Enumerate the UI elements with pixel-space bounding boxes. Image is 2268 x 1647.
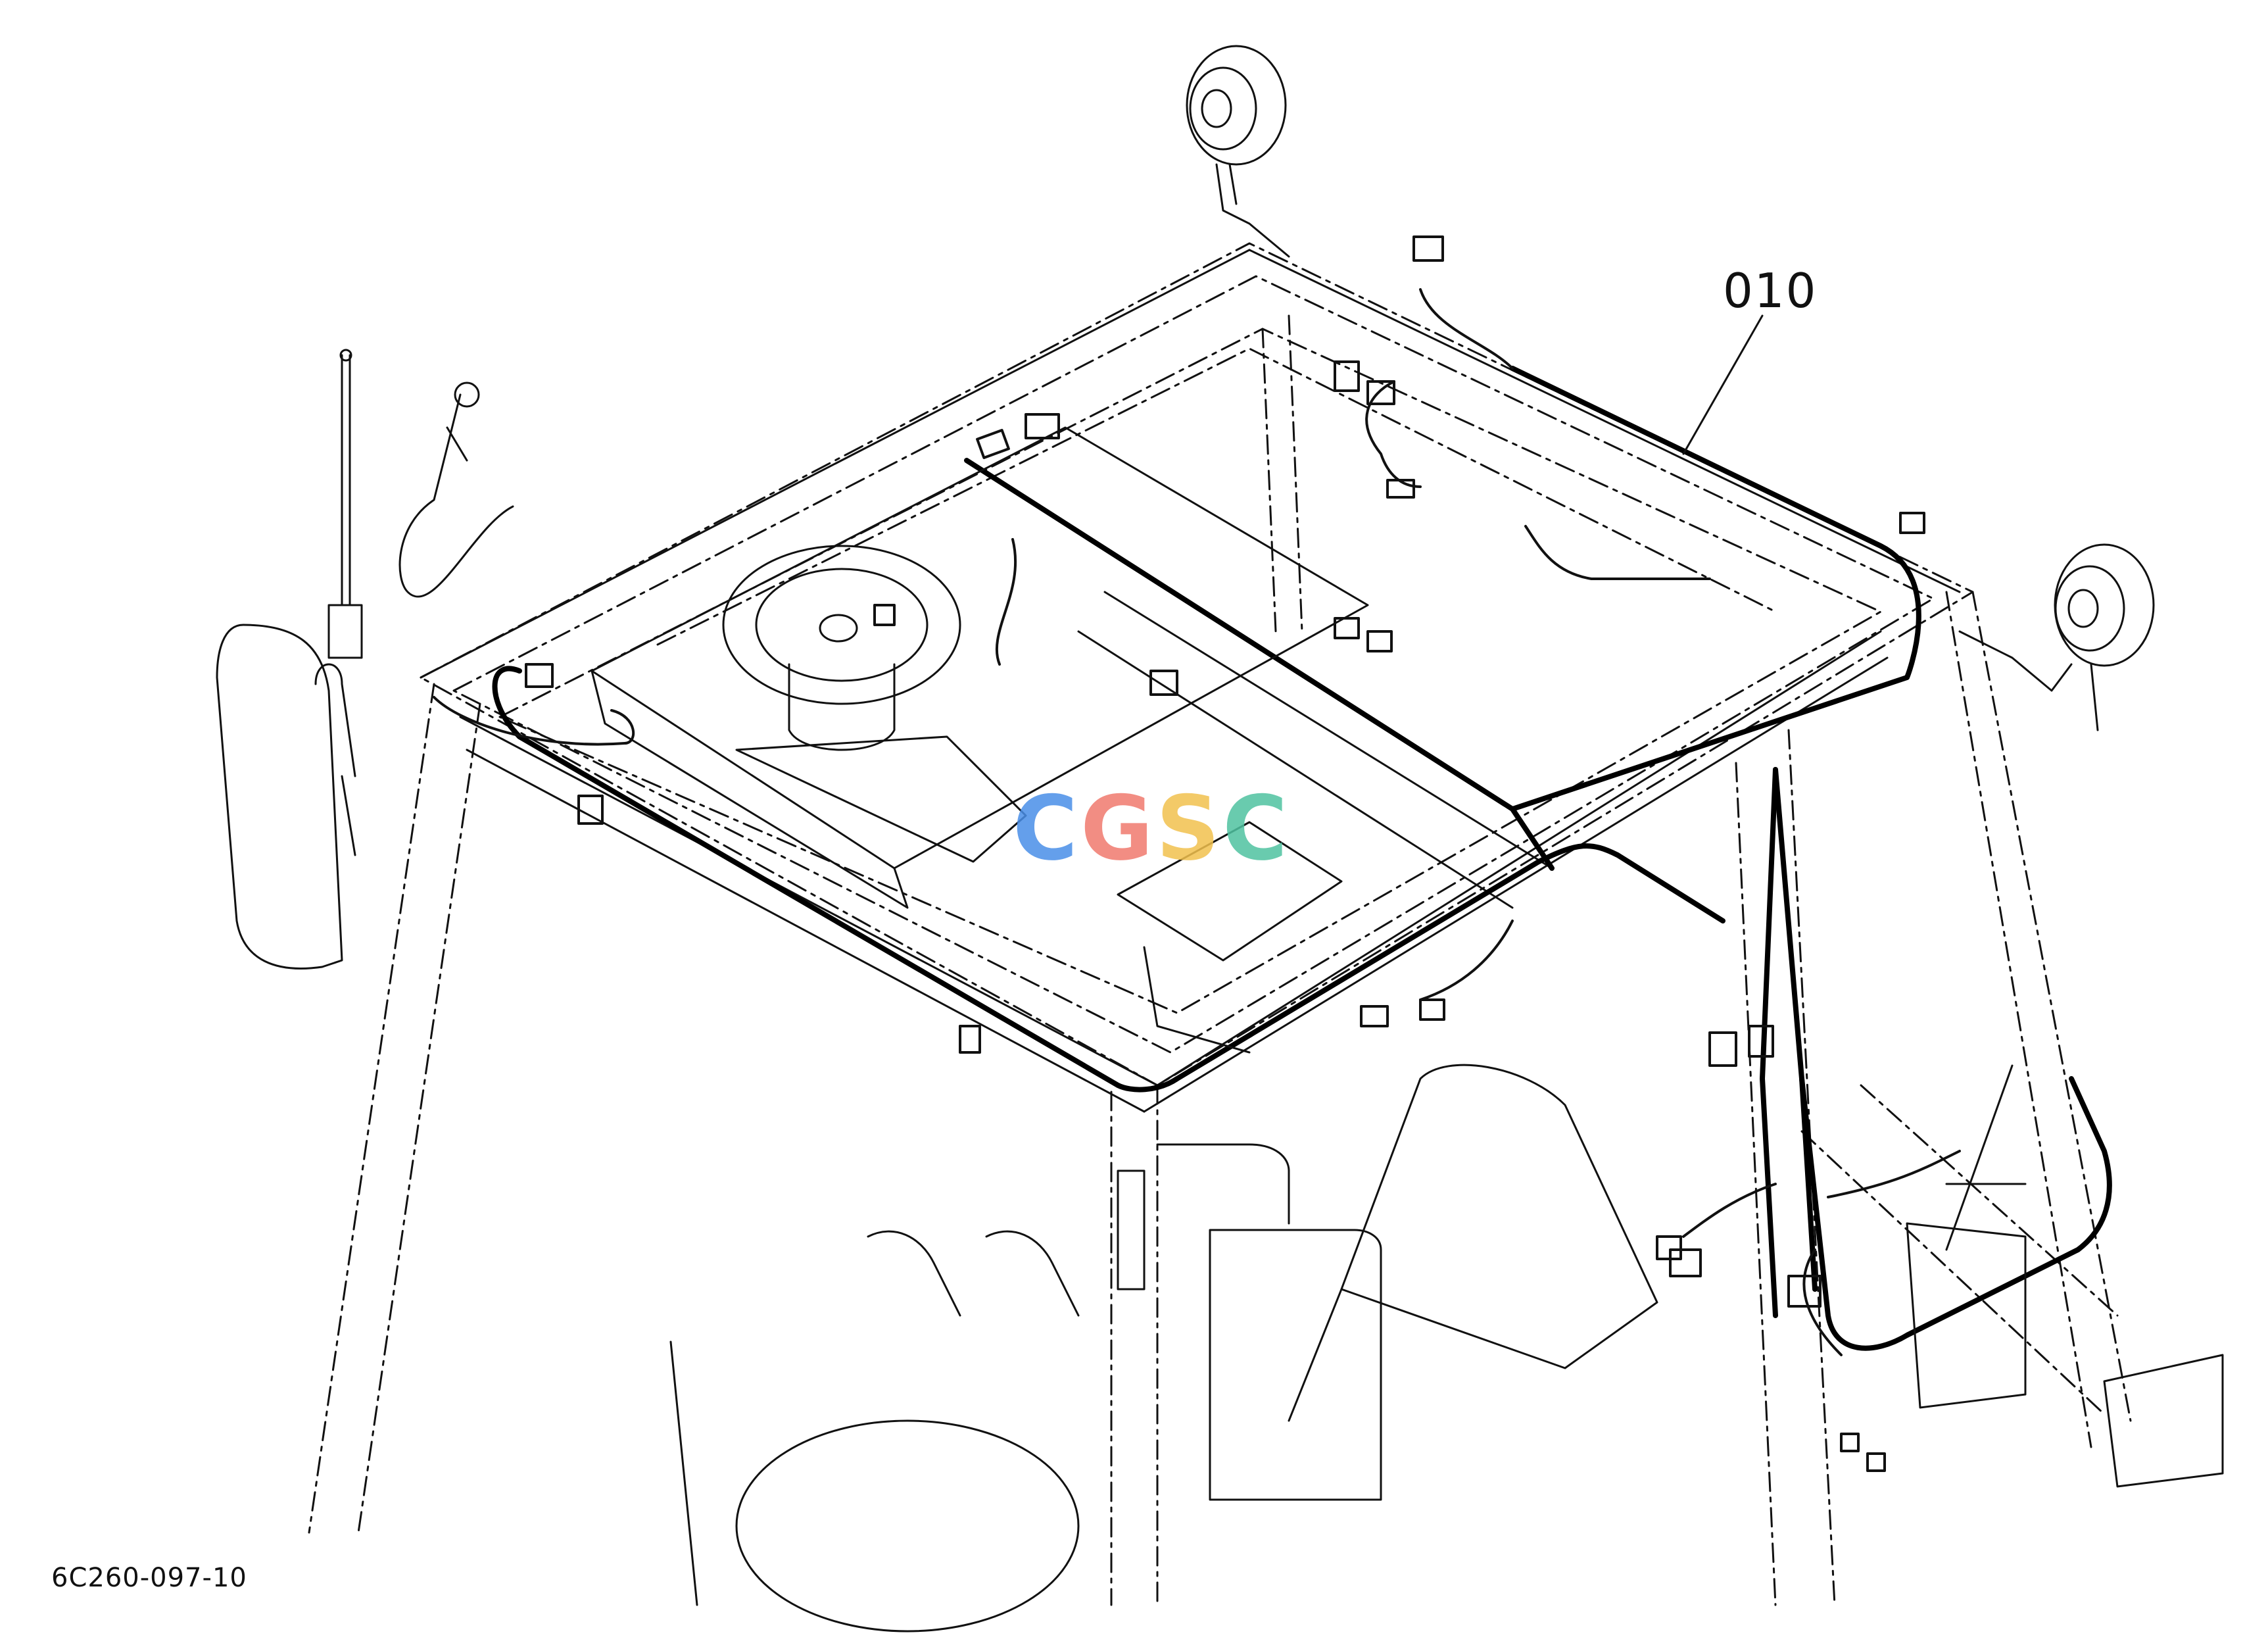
radio-antenna (327, 349, 363, 659)
branch-wires (433, 288, 1961, 1356)
watermark-letter-s: S (1155, 777, 1220, 880)
front-work-light (1186, 45, 1290, 258)
roof-frame (420, 242, 1974, 1087)
antenna-cable (398, 381, 514, 598)
lower-leader-line (1945, 1064, 2014, 1251)
cab-interior (669, 1064, 2224, 1633)
main-wire-harness (492, 366, 2112, 1351)
watermark-letter-c1: C (1013, 777, 1078, 880)
connectors (525, 235, 1925, 1472)
figure-code: 6C260-097-10 (51, 1563, 247, 1593)
roof-console (591, 426, 1369, 1054)
rear-mirror (1117, 1143, 1382, 1501)
watermark-letter-c2: C (1222, 777, 1288, 880)
part-callout-010: 010 (1723, 263, 1818, 318)
left-mirror (216, 624, 356, 970)
watermark-letter-g: G (1080, 777, 1153, 880)
callout-leader-line (1682, 314, 1764, 455)
watermark-logo: C G S C (1013, 783, 1288, 875)
rear-work-light (1958, 543, 2155, 731)
cab-pillars (308, 314, 2132, 1606)
wiper-motor-assembly (722, 545, 1027, 863)
